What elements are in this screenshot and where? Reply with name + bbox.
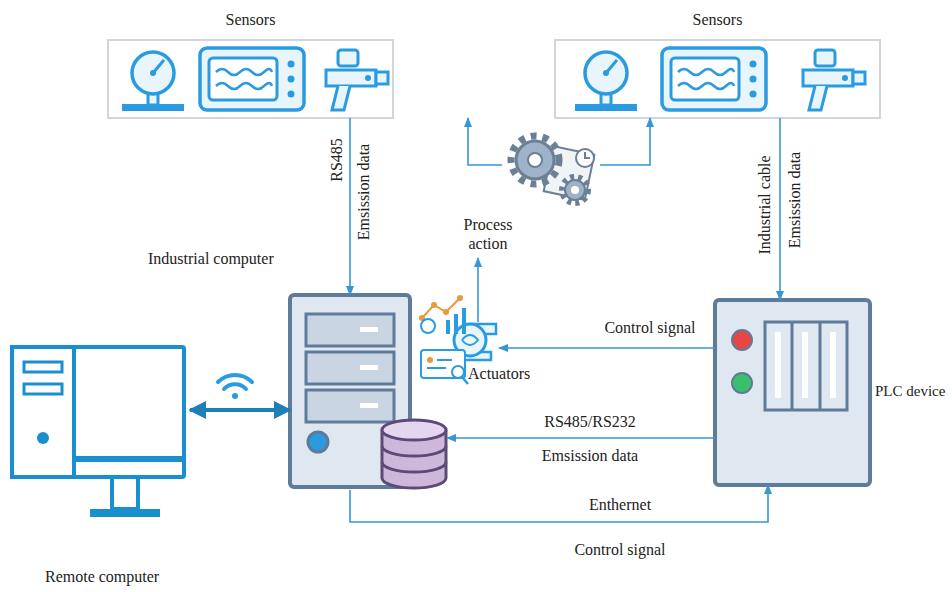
remote-computer: Remote computer <box>10 345 190 545</box>
gears-icon <box>511 136 594 203</box>
connector <box>447 437 715 439</box>
connector <box>468 118 502 165</box>
connector <box>349 118 351 295</box>
process-action: Process action <box>448 125 600 258</box>
connector <box>190 408 290 412</box>
node-label: Industrial computer <box>148 249 274 268</box>
signal-label: RS485 <box>327 138 346 182</box>
connector <box>499 347 715 349</box>
data-label: Emsission data <box>785 152 804 248</box>
plc-icon <box>715 300 870 485</box>
connector <box>477 258 479 322</box>
sensor-box <box>555 40 880 118</box>
signal-label: Industrial cable <box>755 155 774 254</box>
node-label: Remote computer <box>45 567 159 586</box>
node-label: Process action <box>448 215 528 253</box>
data-label: Emsission data <box>542 446 638 465</box>
node-label: PLC device <box>875 382 945 400</box>
node-label: Sensors <box>555 10 880 29</box>
sensor-group: Sensors <box>555 40 880 118</box>
signal-label: Enthernet <box>589 495 651 514</box>
data-label: Emsission data <box>354 144 373 240</box>
node-label: Actuators <box>468 364 530 383</box>
connector <box>350 485 768 522</box>
signal-label: RS485/RS232 <box>544 412 636 431</box>
analytics-icons <box>419 295 468 384</box>
connector <box>600 118 650 165</box>
sensor-box <box>108 40 393 118</box>
plc-device: PLC device <box>715 300 870 485</box>
signal-label: Control signal <box>604 318 695 337</box>
remote-computer-icon <box>12 347 184 517</box>
industrial-computer: Industrial computer <box>290 295 447 490</box>
node-label: Sensors <box>108 10 393 29</box>
actuator: Actuators <box>448 322 545 384</box>
wifi-icon <box>218 375 252 399</box>
industrial-computer-icon <box>290 295 446 488</box>
data-label: Control signal <box>574 540 665 559</box>
connector <box>779 118 781 300</box>
sensor-group: Sensors <box>108 40 393 118</box>
